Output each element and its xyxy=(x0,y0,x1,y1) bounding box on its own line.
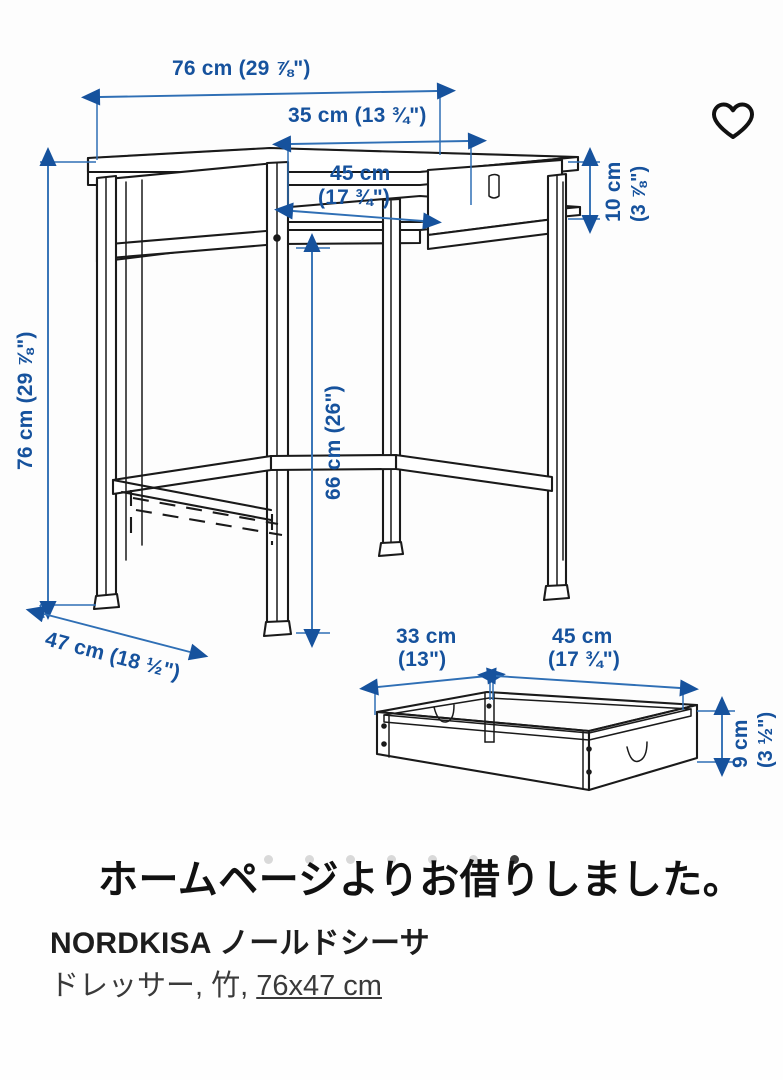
carousel-dot[interactable] xyxy=(428,854,437,864)
dim-bottom-depth: 47 cm (18 ½") xyxy=(25,604,209,685)
carousel-dot[interactable] xyxy=(510,854,519,864)
dim-shelf-width: 45 cm (17 ¾") xyxy=(274,162,442,230)
dim-top-depth: 35 cm (13 ¾") xyxy=(272,104,487,210)
product-name: NORDKISA ノールドシーサ xyxy=(50,926,430,960)
leg-rear-left xyxy=(125,179,143,561)
dim-tray-depth: 33 cm (13") xyxy=(359,625,506,715)
dim-label-shelf-width: 45 cm xyxy=(330,162,391,185)
leg-rear-centre xyxy=(377,197,405,558)
drawer-tray-view xyxy=(375,690,699,792)
leg-front-left xyxy=(92,174,121,611)
carousel-dot[interactable] xyxy=(305,854,314,864)
dim-drawer-height: 10 cm (3 ⅞") xyxy=(568,147,650,234)
dim-label-top-width: 76 cm (29 ⅞") xyxy=(172,57,311,80)
heart-icon xyxy=(712,102,754,139)
dim-top-width: 76 cm (29 ⅞") xyxy=(81,57,456,160)
favorite-button[interactable] xyxy=(707,95,759,147)
lower-stretcher xyxy=(111,453,554,545)
dim-label-leg-height: 66 cm (26") xyxy=(322,385,345,500)
dim-tray-width: 45 cm (17 ¾") xyxy=(477,625,699,710)
carousel-dot[interactable] xyxy=(469,854,478,864)
product-size-link[interactable]: 76x47 cm xyxy=(256,970,382,1003)
dim-total-height: 76 cm (29 ⅞") xyxy=(14,147,96,620)
dim-label-top-depth: 35 cm (13 ¾") xyxy=(288,104,427,127)
dim-label-drawer-height: 10 cm xyxy=(602,161,625,222)
carousel-dot[interactable] xyxy=(264,854,273,864)
product-image-drawing[interactable]: 76 cm (29 ⅞") 35 cm (13 ¾") 45 cm (17 ¾"… xyxy=(0,0,783,840)
dim-label-bottom-depth: 47 cm (18 ½") xyxy=(43,628,183,685)
dim-label-total-height: 76 cm (29 ⅞") xyxy=(14,331,37,470)
dim-tray-height: 9 cm (3 ½") xyxy=(697,696,777,777)
dim-label-shelf-width-inch: (17 ¾") xyxy=(318,186,390,209)
carousel-dot[interactable] xyxy=(387,854,396,864)
caption-block: ホームページよりお借りしました。 NORDKISA ノールドシーサ ドレッサー,… xyxy=(0,852,783,1006)
product-description: ドレッサー, 竹, 76x47 cm xyxy=(50,968,745,1006)
dim-label-tray-height-inch: (3 ½") xyxy=(755,712,777,768)
dim-label-drawer-height-inch: (3 ⅞") xyxy=(628,166,650,222)
dim-label-tray-width: 45 cm xyxy=(552,625,613,648)
dim-leg-height: 66 cm (26") xyxy=(296,233,345,648)
leg-front-right xyxy=(542,172,571,602)
overlay-caption-text: ホームページよりお借りしました。 xyxy=(98,858,744,902)
carousel-dots[interactable] xyxy=(0,850,783,868)
dim-label-tray-height: 9 cm xyxy=(729,719,752,768)
dim-label-tray-width-inch: (17 ¾") xyxy=(548,648,620,671)
carousel-dot[interactable] xyxy=(346,854,355,864)
dim-label-tray-depth: 33 cm xyxy=(396,625,457,648)
leg-front-centre xyxy=(262,160,293,638)
dim-label-tray-depth-inch: (13") xyxy=(398,648,446,671)
technical-drawing-svg: 76 cm (29 ⅞") 35 cm (13 ¾") 45 cm (17 ¾"… xyxy=(14,57,777,792)
product-description-prefix: ドレッサー, 竹, xyxy=(50,970,257,1003)
